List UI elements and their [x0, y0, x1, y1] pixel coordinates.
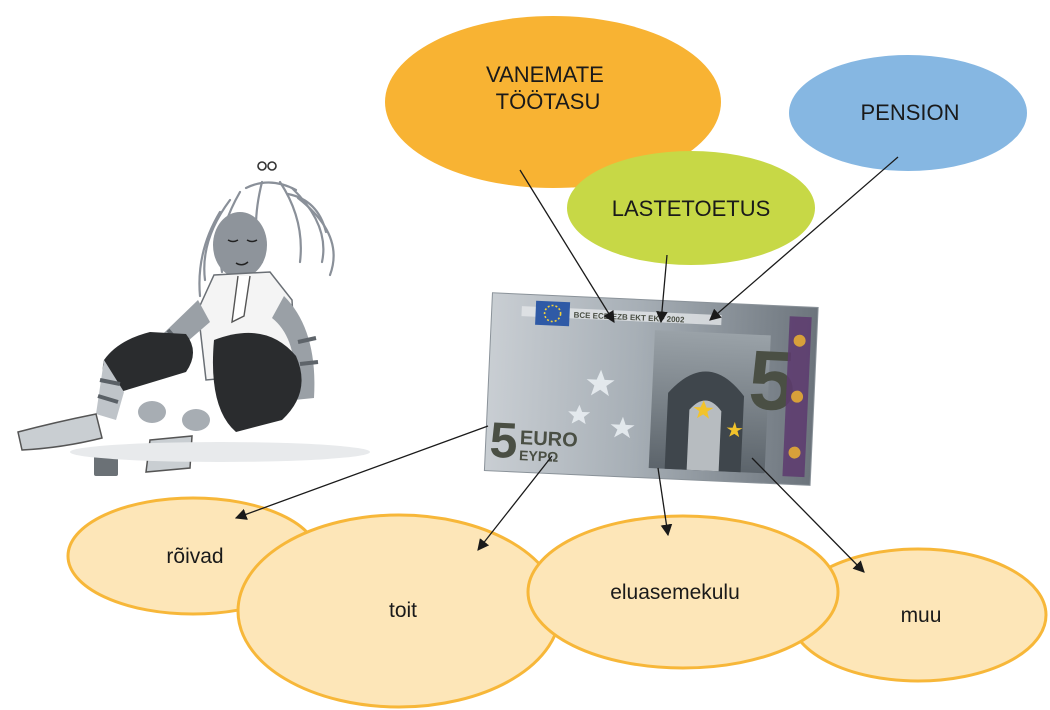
arrow-banknote-to-toit: [477, 455, 553, 551]
banknote-value: 5: [489, 412, 519, 469]
source-ellipse: [567, 151, 815, 265]
arrow-banknote-to-eluasemekulu: [657, 467, 673, 537]
girl-illustration: [17, 161, 370, 476]
source-vanemate-tootasu: VANEMATE TÖÖTASU: [385, 16, 721, 188]
arrow-lastetoetus-to-banknote: [656, 254, 668, 324]
source-ellipse: [385, 16, 721, 188]
expense-label-toit: toit: [389, 599, 417, 622]
arrow-vanemate-tootasu-to-banknote: [519, 169, 615, 323]
eu-flag-icon: [535, 300, 571, 327]
banknote-currency: EURO: [519, 427, 578, 452]
source-label-line: VANEMATE: [486, 62, 604, 87]
source-lastetoetus: LASTETOETUS: [567, 151, 815, 265]
arrow-pension-to-banknote: [709, 156, 899, 321]
source-label: PENSION: [860, 100, 959, 125]
euro-banknote: BCE ECB EZB EKT EKP 2002 5 5 EURO EYPΩ: [483, 292, 819, 486]
source-ellipse: [789, 55, 1027, 171]
source-pension: PENSION: [789, 55, 1027, 171]
arrow-banknote-to-muu: [751, 457, 865, 573]
expense-label-roivad: rõivad: [166, 545, 223, 568]
svg-text:VANEMATE TÖÖTASU: VANEMATE TÖÖTASU: [486, 62, 610, 114]
expense-ellipse: [526, 514, 840, 670]
expense-label-eluasemekulu: eluasemekulu: [610, 581, 740, 604]
source-label: LASTETOETUS: [612, 196, 771, 221]
expense-label-muu: muu: [901, 604, 942, 627]
expense-eluasemekulu: [526, 514, 840, 670]
arrow-banknote-to-roivad: [234, 425, 489, 520]
banknote-currency-greek: EYPΩ: [519, 447, 559, 465]
source-label-line: TÖÖTASU: [496, 89, 601, 114]
